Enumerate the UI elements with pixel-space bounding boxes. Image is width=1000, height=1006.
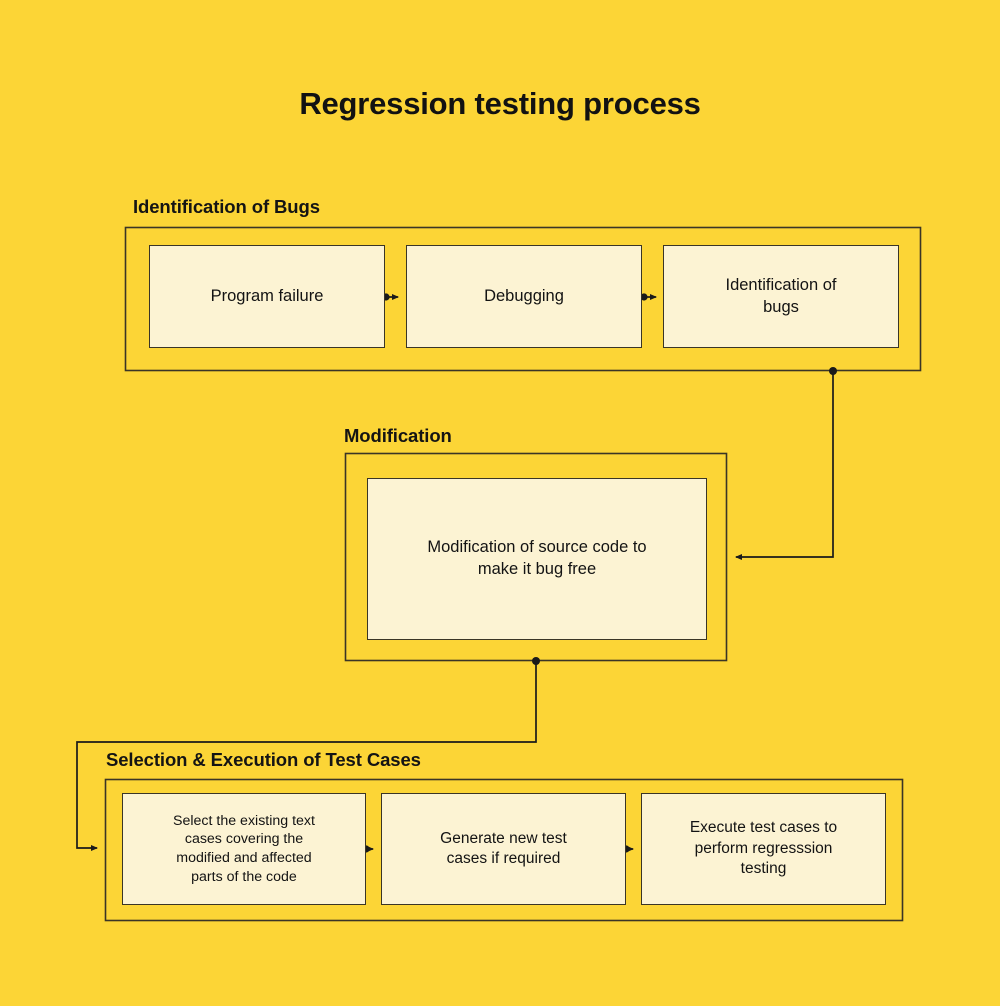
node-program-failure-label: Program failure — [210, 286, 324, 305]
node-identification-of-bugs-label: Identification of bugs — [725, 275, 837, 316]
group-frame-identification-of-bugs — [124, 226, 922, 372]
page-title: Regression testing process — [299, 86, 701, 121]
connector-debugging-to-identification — [640, 293, 657, 301]
node-generate-new-test-cases[interactable]: Generate new test cases if required — [381, 793, 626, 905]
node-program-failure[interactable]: Program failure — [149, 245, 385, 348]
group-frame-selection-execution — [104, 778, 904, 922]
node-identification-of-bugs[interactable]: Identification of bugs — [663, 245, 899, 348]
node-select-existing-test-cases-label: Select the existing text cases covering … — [173, 812, 315, 885]
node-modification-of-source-code[interactable]: Modification of source code to make it b… — [367, 478, 707, 640]
connector-bugs-group-to-modification-group — [735, 367, 837, 560]
node-modification-of-source-code-label: Modification of source code to make it b… — [427, 538, 647, 578]
node-debugging-label: Debugging — [484, 286, 564, 305]
node-generate-new-test-cases-label: Generate new test cases if required — [440, 829, 567, 867]
group-label-modification: Modification — [344, 425, 452, 446]
group-label-identification-of-bugs: Identification of Bugs — [133, 196, 320, 217]
node-execute-test-cases[interactable]: Execute test cases to perform regresssio… — [641, 793, 886, 905]
node-execute-test-cases-label: Execute test cases to perform regresssio… — [689, 819, 838, 878]
connector-modification-group-to-selection-group — [76, 657, 540, 851]
group-label-selection-execution: Selection & Execution of Test Cases — [106, 749, 421, 770]
node-select-existing-test-cases[interactable]: Select the existing text cases covering … — [122, 793, 366, 905]
node-debugging[interactable]: Debugging — [406, 245, 642, 348]
